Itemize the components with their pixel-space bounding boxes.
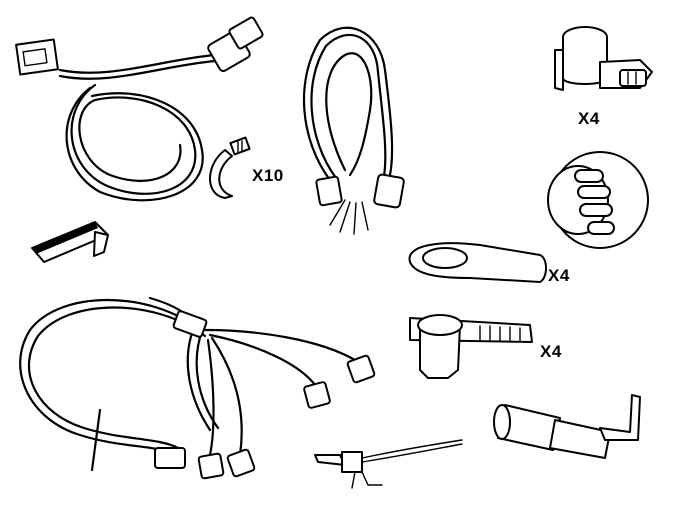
main-harness-connector-e — [154, 447, 186, 469]
loop-harness-connector-b — [373, 173, 405, 209]
flat-bracket-icon — [408, 242, 547, 283]
clip-qty-label: X4 — [540, 342, 562, 361]
ground-wire-clip-icon — [314, 439, 463, 489]
grommet-plug-icon — [547, 151, 649, 249]
main-harness-bottom-left — [19, 296, 376, 480]
bracket-qty-label: X4 — [548, 266, 570, 285]
butt-connector-icon — [493, 394, 641, 459]
relay-socket-qty-label: X4 — [578, 109, 600, 128]
main-harness-connector-a — [346, 354, 376, 384]
loop-harness-connector-a — [315, 175, 343, 207]
wire-clip-icon — [409, 314, 533, 379]
adhesive-pad-icon — [31, 221, 109, 263]
main-harness-connector-b — [303, 381, 331, 409]
coiled-harness-top-left — [15, 16, 264, 202]
tie-strap-icon — [209, 136, 251, 199]
main-harness-connector-c — [226, 448, 256, 478]
harness-connector-a — [15, 38, 59, 76]
relay-socket-icon — [554, 26, 653, 91]
loop-harness-top-center — [302, 26, 405, 235]
tie-strap-qty-label: X10 — [252, 166, 284, 185]
main-harness-connector-d — [197, 452, 225, 480]
